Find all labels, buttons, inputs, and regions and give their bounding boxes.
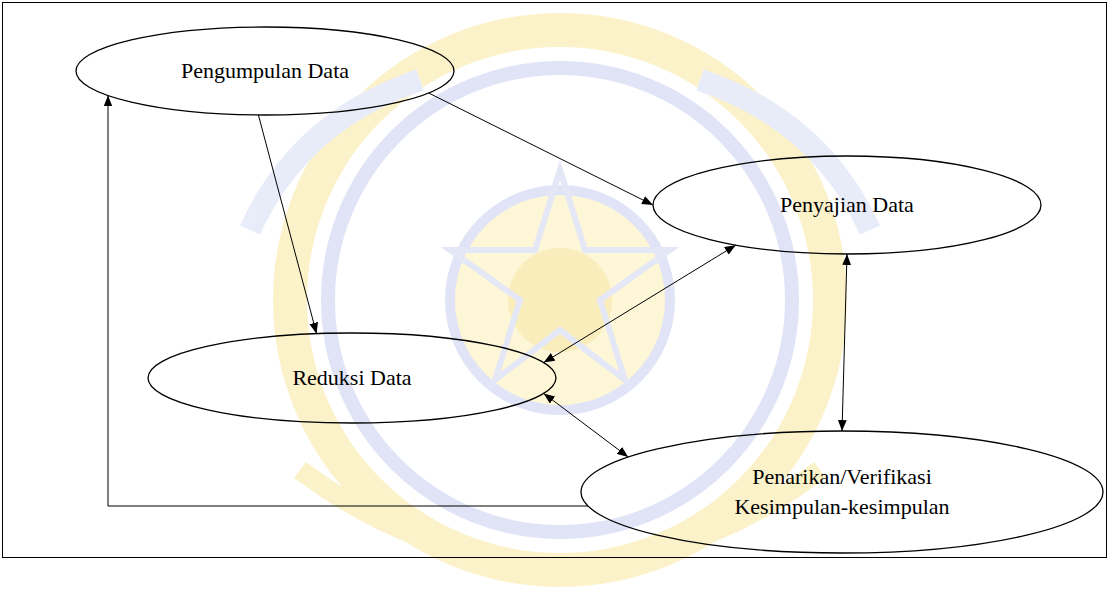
outer-frame	[2, 2, 1107, 558]
node-label: Reduksi Data	[292, 363, 411, 393]
process-ellipse: Reduksi Data	[147, 332, 557, 424]
node-label: Pengumpulan Data	[181, 56, 349, 86]
flow-arrow	[544, 245, 736, 362]
watermark-ring	[328, 68, 792, 532]
node-label: Penarikan/Verifikasi Kesimpulan-kesimpul…	[707, 462, 977, 521]
flow-arrow	[429, 93, 653, 205]
process-ellipse: Pengumpulan Data	[75, 26, 455, 116]
flow-arrow	[108, 95, 588, 506]
watermark-emblem	[450, 190, 670, 410]
ellipse-shape	[148, 333, 556, 423]
watermark-emblem	[508, 248, 612, 352]
flow-arrow	[258, 115, 316, 334]
process-ellipse: Penarikan/Verifikasi Kesimpulan-kesimpul…	[580, 430, 1104, 554]
ellipse-outline	[580, 430, 1104, 554]
ellipse-shape	[581, 431, 1103, 553]
flow-arrow	[842, 254, 847, 431]
flow-arrow	[544, 393, 629, 457]
node-label-group: Penyajian Data	[780, 190, 914, 220]
node-label: Penyajian Data	[780, 190, 914, 220]
process-ellipse: Penyajian Data	[652, 155, 1042, 255]
ellipse-shape	[653, 156, 1041, 254]
node-label-group: Reduksi Data	[292, 363, 411, 393]
node-label-group: Pengumpulan Data	[181, 56, 349, 86]
watermark-star	[450, 170, 670, 380]
node-label-group: Penarikan/Verifikasi Kesimpulan-kesimpul…	[707, 462, 977, 521]
ellipse-shape	[76, 27, 454, 115]
